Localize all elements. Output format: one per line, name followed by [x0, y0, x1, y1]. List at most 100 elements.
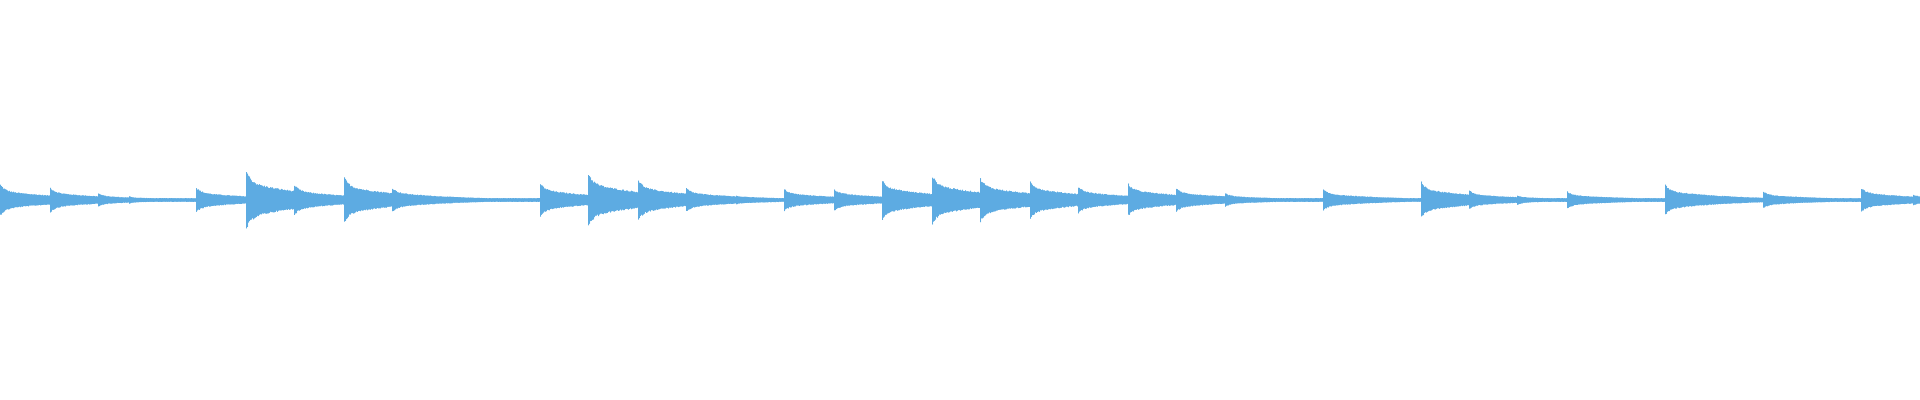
- waveform-sample: [907, 190, 909, 209]
- waveform-sample: [1276, 198, 1278, 202]
- waveform-sample: [101, 194, 103, 206]
- waveform-sample: [1448, 192, 1450, 208]
- waveform-sample: [458, 197, 460, 203]
- waveform-sample: [1452, 193, 1454, 208]
- waveform-sample: [1432, 190, 1434, 210]
- waveform-sample: [1349, 195, 1351, 205]
- waveform-sample: [1603, 197, 1605, 203]
- waveform-sample: [545, 188, 547, 212]
- waveform-sample: [516, 198, 518, 202]
- waveform-sample: [1597, 196, 1599, 204]
- waveform-sample: [327, 194, 329, 206]
- waveform-sample: [130, 196, 132, 204]
- waveform-sample: [829, 196, 831, 204]
- waveform-sample: [802, 194, 804, 206]
- waveform-sample: [1595, 196, 1597, 204]
- waveform-sample: [1439, 191, 1441, 209]
- waveform-sample: [960, 189, 962, 211]
- waveform-sample: [105, 195, 107, 205]
- waveform-sample: [1118, 195, 1120, 205]
- waveform-sample: [1480, 195, 1482, 206]
- waveform-sample: [1877, 194, 1879, 206]
- waveform-sample: [1781, 196, 1783, 205]
- waveform-sample: [898, 189, 900, 211]
- waveform-sample: [132, 197, 134, 203]
- waveform-sample: [871, 196, 873, 204]
- waveform-sample: [1151, 192, 1153, 208]
- waveform-sample: [1018, 192, 1020, 209]
- waveform-sample: [629, 191, 631, 209]
- waveform-sample: [656, 190, 658, 210]
- waveform-sample: [1632, 197, 1634, 202]
- waveform-sample: [1519, 196, 1521, 204]
- waveform-sample: [953, 188, 955, 211]
- waveform-sample: [624, 190, 626, 211]
- waveform-sample: [1579, 195, 1581, 205]
- waveform-sample: [7, 190, 9, 210]
- waveform-sample: [392, 188, 394, 212]
- waveform-sample: [708, 194, 710, 206]
- waveform-sample: [1149, 192, 1151, 208]
- waveform-sample: [456, 197, 458, 203]
- waveform-sample: [78, 195, 80, 205]
- waveform-sample: [1538, 198, 1540, 203]
- waveform-sample: [1555, 198, 1557, 202]
- waveform-sample: [1883, 194, 1885, 205]
- waveform-sample: [846, 193, 848, 206]
- waveform-sample: [0, 184, 2, 215]
- waveform-sample: [1575, 194, 1577, 205]
- waveform-sample: [550, 190, 552, 209]
- waveform-sample: [161, 198, 163, 202]
- waveform-sample: [553, 190, 555, 209]
- waveform-sample: [1395, 197, 1397, 203]
- waveform-sample: [939, 184, 941, 215]
- waveform-sample: [174, 198, 176, 202]
- waveform-sample: [789, 192, 791, 208]
- waveform-sample: [287, 189, 289, 210]
- waveform-sample: [1070, 193, 1072, 207]
- waveform-sample: [1627, 197, 1629, 203]
- waveform-sample: [67, 194, 69, 206]
- waveform-sample: [183, 198, 185, 202]
- waveform-sample: [1387, 197, 1389, 203]
- waveform-sample: [733, 196, 735, 204]
- waveform-sample: [1598, 196, 1600, 204]
- waveform-sample: [646, 187, 648, 213]
- waveform-sample: [922, 193, 924, 207]
- waveform-sample: [660, 191, 662, 209]
- waveform-sample: [854, 194, 856, 205]
- waveform-sample: [506, 198, 508, 202]
- waveform-sample: [979, 192, 981, 208]
- waveform-sample: [688, 189, 690, 210]
- waveform-sample: [911, 191, 913, 209]
- waveform-sample: [362, 189, 364, 211]
- waveform-sample: [1854, 198, 1856, 202]
- waveform-sample: [903, 190, 905, 210]
- waveform-sample: [1759, 197, 1761, 203]
- waveform-sample: [195, 198, 197, 202]
- waveform-sample: [993, 188, 995, 212]
- waveform-sample: [865, 195, 867, 205]
- waveform-sample: [587, 195, 589, 206]
- waveform-sample: [965, 190, 967, 210]
- waveform-sample: [956, 189, 958, 212]
- waveform-sample: [1110, 194, 1112, 206]
- waveform-sample: [328, 194, 330, 206]
- waveform-sample: [297, 187, 299, 211]
- waveform-sample: [573, 193, 575, 207]
- waveform-sample: [1265, 197, 1267, 203]
- waveform-sample: [300, 189, 302, 210]
- waveform-sample: [651, 189, 653, 211]
- waveform-sample: [1547, 198, 1549, 202]
- waveform-sample: [1233, 195, 1235, 204]
- waveform-sample: [59, 192, 61, 208]
- waveform-sample: [134, 197, 136, 203]
- waveform-sample: [731, 196, 733, 204]
- waveform-sample: [999, 189, 1001, 210]
- waveform-sample: [27, 193, 29, 206]
- waveform-sample: [1557, 198, 1559, 202]
- waveform-sample: [382, 192, 384, 208]
- waveform-sample: [1536, 197, 1538, 202]
- waveform-sample: [1805, 197, 1807, 203]
- waveform-sample: [928, 193, 930, 207]
